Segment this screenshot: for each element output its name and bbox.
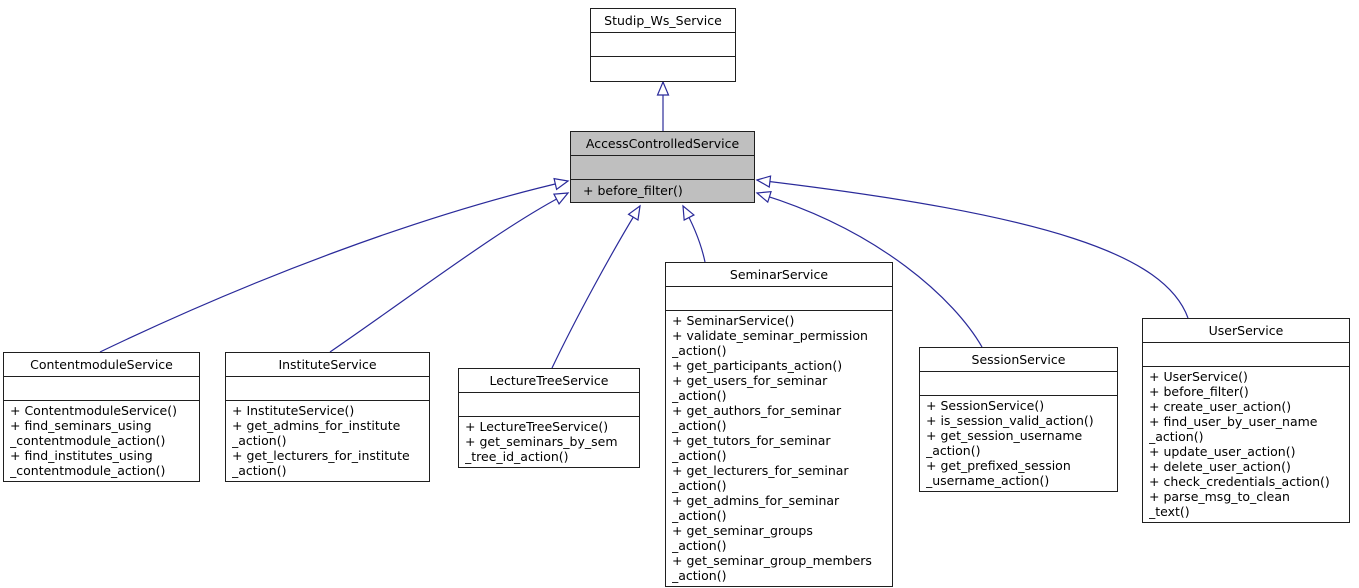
edge-sessionservice-to-accesscontrolledservice [756, 192, 983, 348]
inheritance-arrowhead [552, 192, 570, 206]
class-method: + validate_seminar_permission _action() [672, 328, 868, 358]
class-box-studip-ws-service[interactable]: Studip_Ws_Service [590, 8, 736, 82]
class-methods-compartment: + ContentmoduleService() + find_seminars… [4, 401, 199, 481]
class-attributes-compartment [920, 372, 1117, 396]
class-title-user-service: UserService [1143, 319, 1349, 343]
class-title-lecture-tree-service: LectureTreeService [459, 369, 639, 393]
class-method: + before_filter() [1149, 384, 1249, 399]
class-box-user-service[interactable]: UserService + UserService() + before_fil… [1142, 318, 1350, 523]
inheritance-arrowhead [627, 204, 641, 221]
class-method: + get_prefixed_session _username_action(… [926, 458, 1071, 488]
class-box-session-service[interactable]: SessionService + SessionService() + is_s… [919, 347, 1118, 492]
class-method: + UserService() [1149, 369, 1248, 384]
edge-lecturetreeservice-to-accesscontrolledservice [551, 205, 641, 369]
class-box-seminar-service[interactable]: SeminarService + SeminarService() + vali… [665, 262, 893, 587]
class-title-contentmodule-service: ContentmoduleService [4, 353, 199, 377]
class-method: + before_filter() [583, 183, 683, 198]
class-method: + get_authors_for_seminar _action() [672, 403, 842, 433]
class-box-lecture-tree-service[interactable]: LectureTreeService + LectureTreeService(… [458, 368, 640, 468]
inheritance-arrowhead [553, 177, 570, 191]
class-methods-compartment: + LectureTreeService() + get_seminars_by… [459, 417, 639, 467]
class-method: + create_user_action() [1149, 399, 1292, 414]
class-attributes-compartment [666, 287, 892, 311]
class-method: + get_session_username _action() [926, 428, 1083, 458]
class-attributes-compartment [591, 33, 735, 57]
class-method: + get_seminar_groups _action() [672, 523, 813, 553]
class-title-seminar-service: SeminarService [666, 263, 892, 287]
class-method: + get_participants_action() [672, 358, 843, 373]
inheritance-arrowhead [682, 204, 695, 222]
class-attributes-compartment [226, 377, 429, 401]
class-method: + is_session_valid_action() [926, 413, 1094, 428]
class-title-session-service: SessionService [920, 348, 1117, 372]
class-method: + LectureTreeService() [465, 419, 609, 434]
class-method: + get_lecturers_for_seminar _action() [672, 463, 849, 493]
class-box-access-controlled-service[interactable]: AccessControlledService + before_filter(… [570, 131, 755, 203]
class-box-contentmodule-service[interactable]: ContentmoduleService + ContentmoduleServ… [3, 352, 200, 482]
class-method: + parse_msg_to_clean _text() [1149, 489, 1290, 519]
class-method: + delete_user_action() [1149, 459, 1291, 474]
class-method: + update_user_action() [1149, 444, 1296, 459]
class-attributes-compartment [571, 156, 754, 180]
class-attributes-compartment [459, 393, 639, 417]
edge-userservice-to-accesscontrolledservice [756, 179, 1189, 319]
class-method: + get_tutors_for_seminar _action() [672, 433, 831, 463]
class-method: + SeminarService() [672, 313, 795, 328]
class-attributes-compartment [4, 377, 199, 401]
class-methods-compartment: + UserService() + before_filter() + crea… [1143, 367, 1349, 522]
class-method: + check_credentials_action() [1149, 474, 1330, 489]
class-attributes-compartment [1143, 343, 1349, 367]
class-method: + SessionService() [926, 398, 1045, 413]
inheritance-arrowhead [656, 80, 670, 96]
class-method: + ContentmoduleService() [10, 403, 177, 418]
class-method: + get_seminar_group_members _action() [672, 553, 872, 583]
class-methods-compartment: + SessionService() + is_session_valid_ac… [920, 396, 1117, 491]
class-methods-compartment [591, 57, 735, 81]
class-title-studip-ws-service: Studip_Ws_Service [591, 9, 735, 33]
edge-instituteservice-to-accesscontrolledservice [329, 192, 569, 353]
class-method: + get_users_for_seminar _action() [672, 373, 828, 403]
edge-contentmoduleservice-to-accesscontrolledservice [99, 180, 569, 353]
class-method: + find_user_by_user_name _action() [1149, 414, 1318, 444]
class-method: + get_admins_for_institute _action() [232, 418, 401, 448]
class-method: + find_institutes_using _contentmodule_a… [10, 448, 166, 478]
class-title-access-controlled-service: AccessControlledService [571, 132, 754, 156]
class-methods-compartment: + SeminarService() + validate_seminar_pe… [666, 311, 892, 586]
class-method: + get_admins_for_seminar _action() [672, 493, 840, 523]
inheritance-arrowhead [755, 190, 772, 204]
class-method: + InstituteService() [232, 403, 355, 418]
class-methods-compartment: + before_filter() [571, 180, 754, 202]
class-method: + get_seminars_by_sem _tree_id_action() [465, 434, 618, 464]
inheritance-arrowhead [755, 175, 772, 188]
class-title-institute-service: InstituteService [226, 353, 429, 377]
class-methods-compartment: + InstituteService() + get_admins_for_in… [226, 401, 429, 481]
class-method: + get_lecturers_for_institute _action() [232, 448, 410, 478]
class-box-institute-service[interactable]: InstituteService + InstituteService() + … [225, 352, 430, 482]
class-method: + find_seminars_using _contentmodule_act… [10, 418, 166, 448]
